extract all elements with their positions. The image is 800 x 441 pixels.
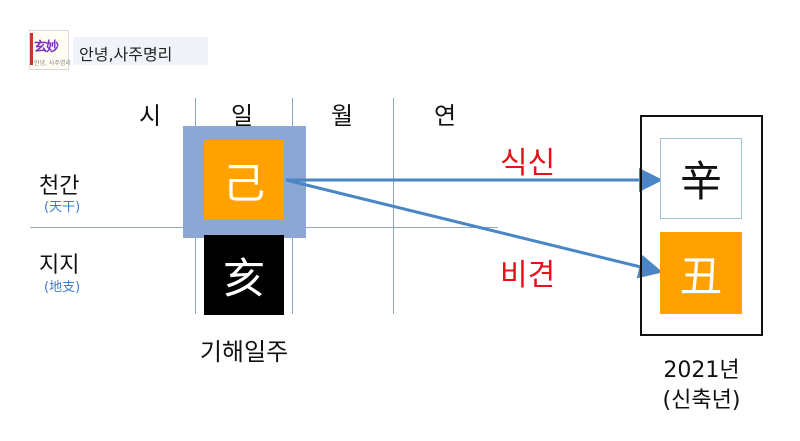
year-stem-char: 辛 <box>679 157 722 206</box>
logo-accent-bar <box>30 33 33 65</box>
column-header-month: 월 <box>330 102 354 130</box>
year-name-label: (신축년) <box>662 388 741 413</box>
day-branch-cell: 亥 <box>204 235 284 315</box>
column-header-hour: 시 <box>138 102 162 130</box>
arrow-to-year-branch <box>285 178 663 279</box>
year-branch-cell: 丑 <box>660 232 742 314</box>
header-title: 안녕,사주명리 <box>79 45 173 64</box>
year-number-label: 2021년 <box>663 358 740 383</box>
logo-text: 玄妙 <box>34 40 59 55</box>
row-hanja-earthly-branch: (地支) <box>44 280 81 295</box>
column-header-day: 일 <box>230 102 254 130</box>
row-hanja-heavenly-stem: (天干) <box>44 200 81 215</box>
header-title-box: 안녕,사주명리 <box>73 37 208 65</box>
day-stem-char: 己 <box>222 158 265 208</box>
relation-label-siksin: 식신 <box>500 146 556 181</box>
relation-label-bigyeon: 비견 <box>500 258 556 293</box>
year-pillar-frame <box>640 115 763 336</box>
day-stem-cell: 己 <box>204 140 284 220</box>
row-label-heavenly-stem: 천간 <box>39 174 80 199</box>
logo: 玄妙 안녕, 사주명리 <box>29 30 71 70</box>
year-stem-cell: 辛 <box>660 138 742 219</box>
column-header-year: 연 <box>433 102 457 130</box>
day-pillar-label: 기해일주 <box>199 338 289 366</box>
day-branch-char: 亥 <box>222 253 265 303</box>
logo-subtext: 안녕, 사주명리 <box>34 60 71 67</box>
row-label-earthly-branch: 지지 <box>39 253 80 278</box>
year-branch-char: 丑 <box>679 251 722 301</box>
